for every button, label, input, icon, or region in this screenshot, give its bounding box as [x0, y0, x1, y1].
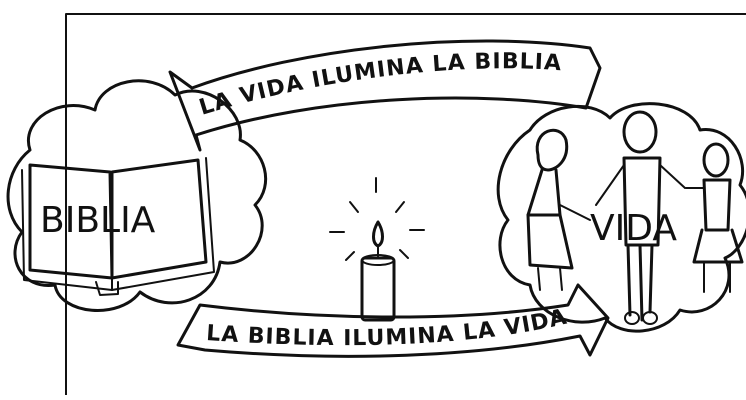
- right-cloud: [496, 102, 746, 333]
- people-icon: [526, 110, 744, 325]
- book-label: BIBLIA: [40, 200, 156, 241]
- top-arrow: LA VIDA ILUMINA LA BIBLIA: [168, 39, 602, 152]
- left-cloud: [6, 79, 268, 312]
- people-label: VIDA: [590, 208, 677, 249]
- top-arrow-label: LA VIDA ILUMINA LA BIBLIA: [196, 49, 562, 120]
- candle-icon: [329, 177, 425, 322]
- frame-border: [65, 13, 746, 396]
- book-icon: [21, 157, 215, 296]
